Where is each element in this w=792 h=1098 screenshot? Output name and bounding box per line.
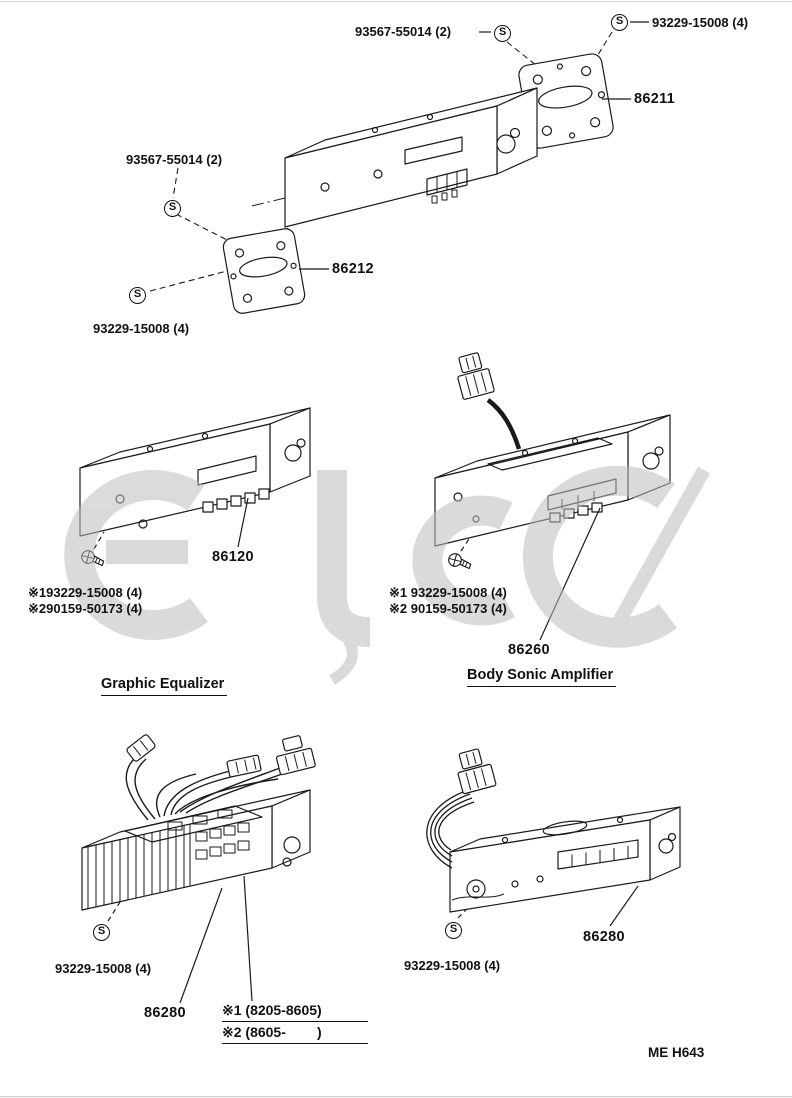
screw-symbol-icon: S [164,200,181,217]
head-unit-assembly-drawing [149,21,649,314]
fitment-note-2-left: ※290159-50173 (4) [28,601,143,616]
label-leader-lines [299,21,649,270]
part-number-86280-left: 86280 [144,1005,186,1021]
fitment-note-1-left: ※193229-15008 (4) [28,585,143,600]
part-label-93229-top: 93229-15008 (4) [652,15,749,30]
harness-connector-3 [275,735,316,776]
part-number-86212: 86212 [332,261,374,277]
caption-graphic-equalizer: Graphic Equalizer [101,676,228,696]
fitment-note-2-right: ※2 90159-50173 (4) [389,601,507,616]
part-label-93229-bottom-right: 93229-15008 (4) [404,958,501,973]
harness-connector-2 [226,754,262,778]
part-label-93229-mid: 93229-15008 (4) [93,321,190,336]
screw-symbol-icon: S [93,924,110,941]
harness-connector-1 [126,734,156,762]
caption-body-sonic-amplifier: Body Sonic Amplifier [467,667,617,687]
ribbon-cable [426,789,475,869]
screw-drawing [445,548,473,577]
screw-symbol-icon: S [494,25,511,42]
fitment-note-1-right: ※1 93229-15008 (4) [389,585,507,600]
power-cable [486,398,522,450]
part-number-86260: 86260 [508,642,550,658]
amplifier-86280-drawing [426,748,681,927]
heatsink-ribs [87,826,185,909]
watermark [64,465,711,685]
part-number-86120: 86120 [212,549,254,565]
screw-symbol-icon: S [129,287,146,304]
part-number-86211: 86211 [634,91,676,107]
equalizer-86280-drawing [81,734,316,1004]
part-label-93229-bottom-left: 93229-15008 (4) [55,961,152,976]
page-code: ME H643 [648,1045,705,1060]
wiring-harness [125,754,283,821]
part-label-93567-top: 93567-55014 (2) [355,24,452,39]
screw-symbol-icon: S [445,922,462,939]
radio-receiver-drawing [284,87,538,228]
part-label-93567-mid: 93567-55014 (2) [126,152,223,167]
part-number-86280-right: 86280 [583,929,625,945]
ribbon-connector [457,748,497,795]
screw-symbol-icon: S [611,14,628,31]
date-range-note-1: ※1 (8205-8605) [222,1002,368,1022]
mounting-bracket-86212-drawing [222,228,306,314]
mounting-bracket-86211-drawing [518,53,614,149]
cable-connector [457,352,495,400]
date-range-note-2: ※2 (8605- ) [222,1024,368,1044]
